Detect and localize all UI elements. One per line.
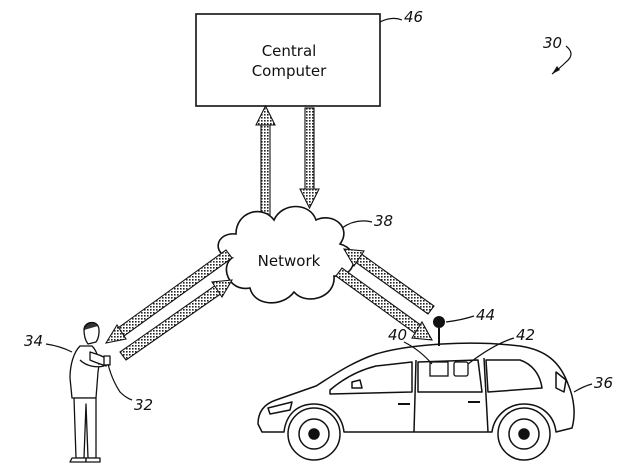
uplink-arrow bbox=[255, 104, 276, 218]
network-cloud: Network bbox=[217, 205, 355, 304]
module-ref-b: 42 bbox=[467, 326, 535, 365]
vehicle-ref: 36 bbox=[573, 374, 613, 393]
person-ref: 34 bbox=[24, 332, 73, 353]
module-ref-b-label: 42 bbox=[516, 326, 535, 344]
central-computer-label-line2: Computer bbox=[252, 62, 327, 80]
system-ref: 30 bbox=[543, 34, 572, 75]
network-ref: 38 bbox=[341, 212, 393, 230]
central-computer-label-line1: Central bbox=[262, 42, 317, 60]
vehicle bbox=[257, 342, 575, 461]
vehicle-to-network-arrow bbox=[342, 248, 435, 315]
network-ref-label: 38 bbox=[374, 212, 393, 230]
network-label: Network bbox=[258, 252, 321, 270]
network-to-vehicle-arrow bbox=[335, 267, 433, 341]
person-to-network-arrow bbox=[119, 279, 234, 361]
person-ref-label: 34 bbox=[24, 332, 43, 350]
central-computer-box: Central Computer bbox=[195, 13, 381, 107]
module-ref-a-label: 40 bbox=[388, 326, 407, 344]
module-cylinder bbox=[453, 361, 469, 377]
device-ref: 32 bbox=[107, 363, 153, 414]
vehicle-antenna bbox=[433, 316, 445, 346]
downlink-arrow bbox=[299, 107, 320, 210]
system-ref-label: 30 bbox=[543, 34, 562, 52]
network-to-person-arrow bbox=[104, 249, 233, 344]
vehicle-ref-label: 36 bbox=[594, 374, 613, 392]
antenna-ref-label: 44 bbox=[476, 306, 495, 324]
person-figure bbox=[69, 321, 111, 463]
central-computer-ref-label: 46 bbox=[404, 8, 423, 26]
vehicle-modules bbox=[429, 361, 469, 377]
module-box bbox=[429, 361, 449, 377]
central-computer-ref: 46 bbox=[379, 8, 423, 26]
antenna-ref: 44 bbox=[445, 306, 495, 324]
device-ref-label: 32 bbox=[134, 396, 153, 414]
module-ref-a: 40 bbox=[388, 326, 433, 365]
